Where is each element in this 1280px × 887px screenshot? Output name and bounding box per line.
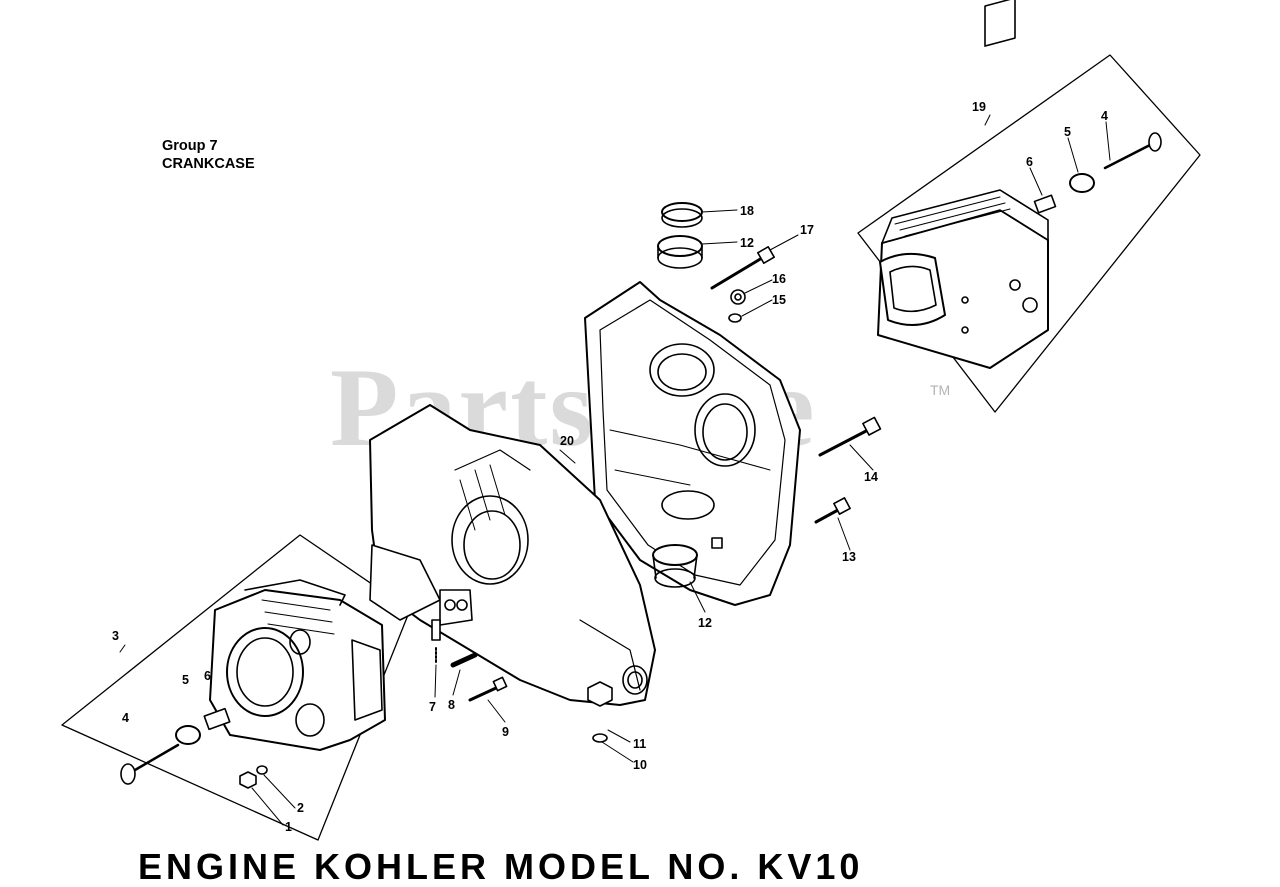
part-9-bolt [468,676,508,702]
callout-4-left: 4 [122,711,129,725]
group-name: CRANKCASE [162,156,255,172]
callout-16: 16 [772,272,786,286]
callout-12-top: 12 [740,236,754,250]
callout-6-left: 6 [204,669,211,683]
callout-1: 1 [285,820,292,834]
callout-5-right: 5 [1064,125,1071,139]
part-16-plug [730,289,746,305]
part-8-stud [450,652,478,668]
callout-9: 9 [502,725,509,739]
part-14-bolt [818,416,882,457]
part-11-nut [587,681,613,707]
trademark-mark: TM [930,382,951,398]
leader-lines [119,114,1111,826]
callout-18: 18 [740,204,754,218]
callout-20: 20 [560,434,574,448]
callout-4-right: 4 [1101,109,1108,123]
callout-12-bottom: 12 [698,616,712,630]
part-4-valve-left [120,743,180,785]
callout-10: 10 [633,758,647,772]
cylinder-block-right [877,0,1049,369]
part-12-seal-top [657,235,703,257]
group-title: Group 7 CRANKCASE [162,137,255,173]
bottom-title: ENGINE KOHLER MODEL NO. KV10 [138,846,864,887]
callout-7: 7 [429,700,436,714]
callout-2: 2 [297,801,304,815]
part-6-guide-right [1033,194,1057,214]
part-17-bolt [710,246,775,290]
crankcase-half-right [584,281,801,606]
callout-8: 8 [448,698,455,712]
part-1-nut [239,771,257,789]
part-10-washer [592,733,608,743]
part-12-seal-bottom [652,544,698,566]
part-2-washer [256,765,268,775]
callout-6-right: 6 [1026,155,1033,169]
callout-15: 15 [772,293,786,307]
callout-19: 19 [972,100,986,114]
callout-11: 11 [633,737,646,751]
cylinder-block-left [209,579,386,751]
part-15-washer [728,313,742,323]
part-5-seat-right [1069,173,1095,193]
group-label: Group 7 [162,138,218,154]
callout-17: 17 [800,223,814,237]
part-6-guide-left [203,707,231,731]
part-5-seat-left [175,725,201,745]
parts-diagram: 18 12 17 16 15 19 4 5 6 14 13 12 20 7 8 … [61,0,1201,841]
callout-3: 3 [112,629,119,643]
part-13-bolt [814,497,851,524]
callout-5-left: 5 [182,673,189,687]
callout-labels: 18 12 17 16 15 19 4 5 6 14 13 12 20 7 8 … [112,100,1108,834]
callout-13: 13 [842,550,856,564]
part-7-dowel-pin [431,619,441,641]
crankcase-half-left [369,404,656,706]
callout-14: 14 [864,470,878,484]
part-4-valve-right [1103,132,1162,170]
